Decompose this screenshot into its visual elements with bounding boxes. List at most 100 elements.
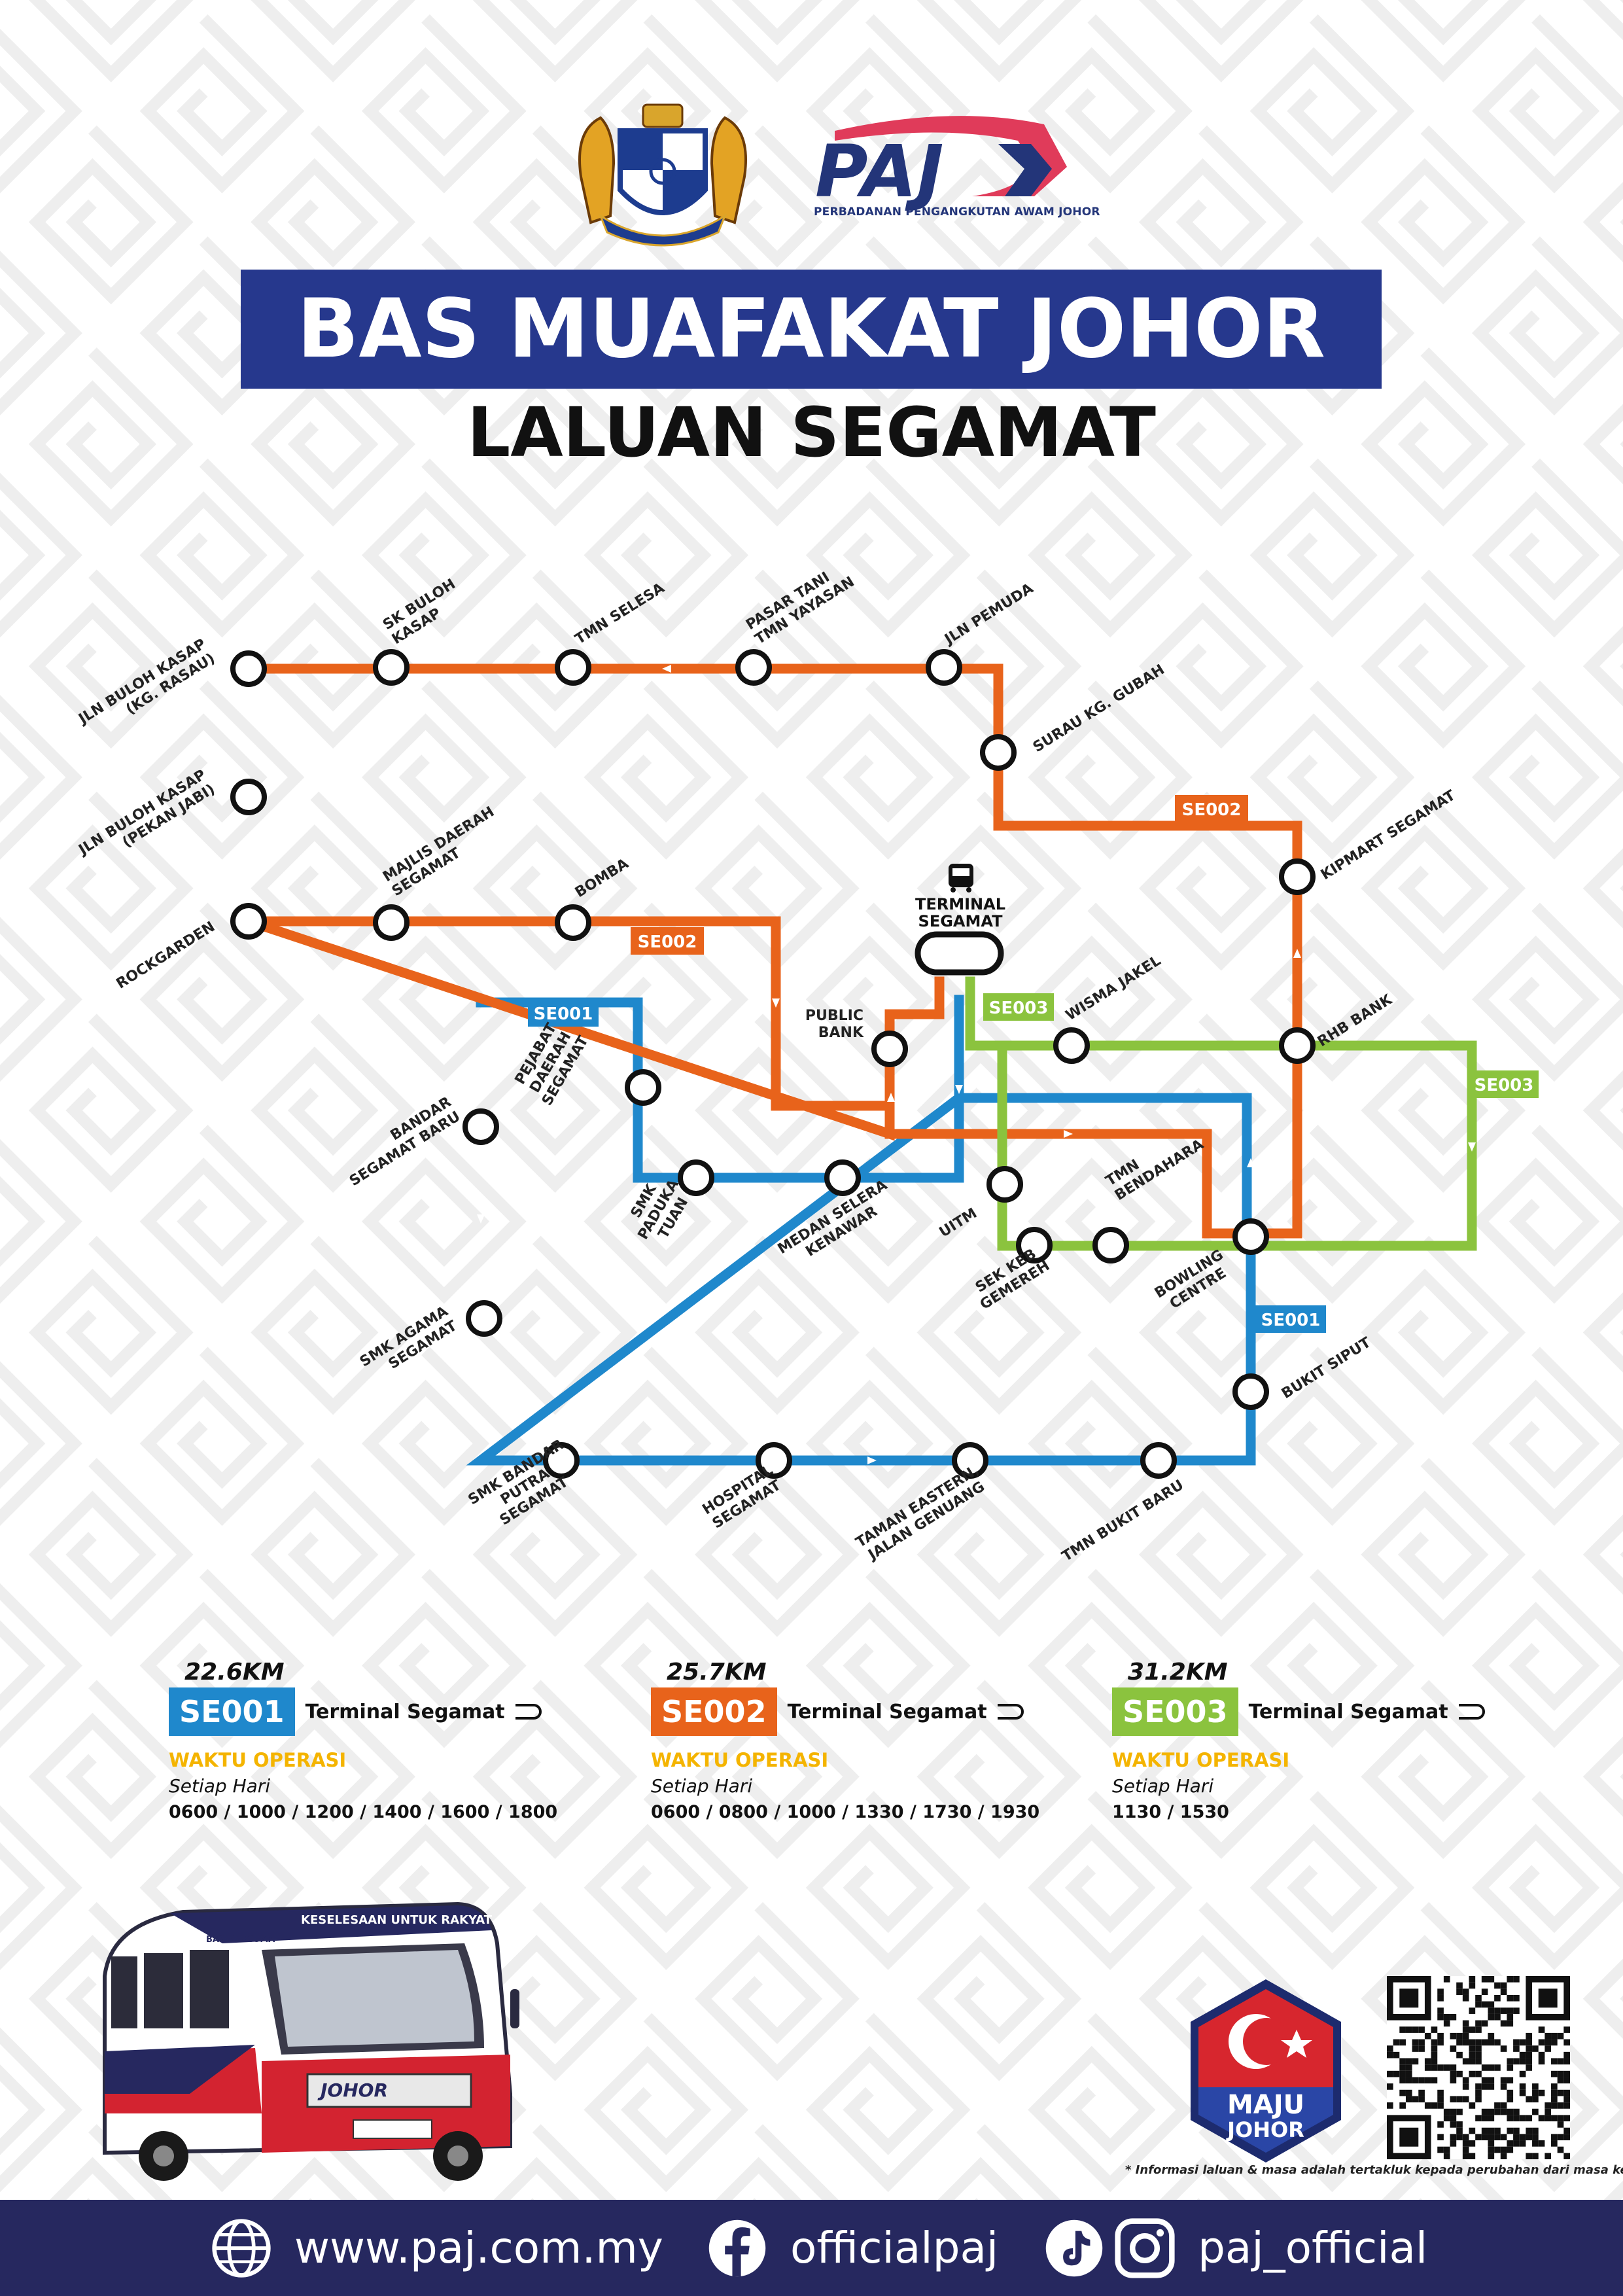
loop-icon <box>515 1704 542 1720</box>
stop-tmn-bendahara <box>1092 1227 1129 1263</box>
legend-terminal: Terminal Segamat <box>787 1700 987 1723</box>
footer-bar: www.paj.com.my officialpaj paj_official <box>0 2200 1623 2296</box>
terminal-segamat: TERMINAL SEGAMAT <box>915 864 1005 976</box>
facebook-link[interactable]: officialpaj <box>790 2223 999 2273</box>
stops-layer <box>230 649 1316 1479</box>
bus-side-text: BAS PERCUMA <box>206 1935 275 1945</box>
stop-label-bowling-centre: BOWLINGCENTRE <box>1152 1246 1235 1316</box>
legend-times: 0600 / 1000 / 1200 / 1400 / 1600 / 1800 <box>169 1802 558 1822</box>
instagram-icon <box>1115 2217 1175 2278</box>
stop-smk-bandar-putra <box>543 1442 580 1479</box>
stop-bandar-segamat-baru <box>462 1108 499 1145</box>
bus-banner-text: KESELESAAN UNTUK RAKYAT <box>301 1913 493 1927</box>
maju-line-2: JOHOR <box>1226 2117 1304 2142</box>
stop-jln-buloh-kasap-rasau <box>230 650 267 687</box>
stop-smk-paduka-tuan <box>678 1159 714 1196</box>
bus-illustration: KESELESAAN UNTUK RAKYAT BAS PERCUMA JOHO… <box>103 1901 519 2181</box>
legend-waktu-label: WAKTU OPERASI <box>169 1749 347 1771</box>
legend-terminal: Terminal Segamat <box>1248 1700 1448 1723</box>
bus-brand-text: JOHOR <box>317 2079 388 2101</box>
tag-se001-top: SE001 <box>534 1004 593 1024</box>
legend-distance: 25.7KM <box>667 1659 767 1686</box>
legend-code: SE002 <box>651 1687 777 1736</box>
stop-label-surau-kg-gubah: SURAU KG. GUBAH <box>1030 662 1168 756</box>
legend-se001: 22.6KM SE001 Terminal Segamat WAKTU OPER… <box>169 1659 627 1822</box>
route-map: TERMINAL SEGAMAT SE002 SE002 SE001 SE001… <box>75 559 1539 1565</box>
legend-days: Setiap Hari <box>1112 1775 1214 1797</box>
terminal-label-2: SEGAMAT <box>918 912 1003 930</box>
legend-se002: 25.7KM SE002 Terminal Segamat WAKTU OPER… <box>651 1659 1109 1822</box>
legend-times: 0600 / 0800 / 1000 / 1330 / 1730 / 1930 <box>651 1802 1040 1822</box>
terminal-label-1: TERMINAL <box>915 895 1005 913</box>
route-line-se001 <box>466 995 1256 1466</box>
stop-majlis-daerah <box>373 904 410 941</box>
route-tags: SE002 SE002 SE001 SE001 SE003 SE003 <box>528 795 1539 1333</box>
stop-label-majlis-daerah: MAJLIS DAERAHSEGAMAT <box>380 804 506 900</box>
tag-se002-right: SE002 <box>1182 800 1242 820</box>
stop-kipmart <box>1279 858 1316 895</box>
stop-medan-selera <box>824 1159 861 1196</box>
paj-logo: PAJ <box>815 116 1067 213</box>
stop-label-jln-buloh-kasap-jabi: JLN BULOH KASAP(PEKAN JABI) <box>75 767 218 874</box>
route-line-se002 <box>243 663 1302 1239</box>
legend-distance: 31.2KM <box>1128 1659 1228 1686</box>
stop-wisma-jakel <box>1053 1027 1090 1064</box>
stop-bomba <box>555 904 591 941</box>
stop-sek-keb-gemereh <box>1016 1227 1053 1263</box>
footer-website[interactable]: www.paj.com.my <box>211 2200 663 2296</box>
johor-crest-logo <box>578 103 747 247</box>
paj-org-name: PERBADANAN PENGANGKUTAN AWAM JOHOR <box>814 205 1100 219</box>
tag-se001-bottom: SE001 <box>1261 1311 1321 1330</box>
stop-label-hospital: HOSPITALSEGAMAT <box>700 1462 785 1533</box>
stop-label-bukit-siput: BUKIT SIPUT <box>1279 1334 1374 1402</box>
stop-tmn-selesa <box>555 649 591 686</box>
paj-logo-text: PAJ <box>815 130 944 213</box>
footer-facebook[interactable]: officialpaj <box>707 2200 998 2296</box>
tiktok-icon <box>1045 2219 1103 2276</box>
website-link[interactable]: www.paj.com.my <box>294 2223 663 2273</box>
stop-label-wisma-jakel: WISMA JAKEL <box>1063 953 1164 1024</box>
stop-tmn-bukit-baru <box>1140 1442 1177 1479</box>
stop-smk-agama <box>466 1300 502 1337</box>
loop-icon <box>997 1704 1024 1720</box>
stop-label-bomba: BOMBA <box>572 856 632 902</box>
stop-label-pasar-tani: PASAR TANITMN YAYASAN <box>743 559 857 648</box>
loop-icon <box>1458 1704 1485 1720</box>
stop-label-kipmart: KIPMART SEGAMAT <box>1318 787 1458 883</box>
title-band: BAS MUAFAKAT JOHOR <box>241 270 1382 389</box>
bus-icon <box>949 864 973 892</box>
tag-se003-right: SE003 <box>1475 1076 1534 1095</box>
stop-pasar-tani <box>735 649 772 686</box>
legend-waktu-label: WAKTU OPERASI <box>651 1749 829 1771</box>
disclaimer-text: * Informasi laluan & masa adalah tertakl… <box>1125 2163 1623 2177</box>
stop-label-jln-buloh-kasap-rasau: JLN BULOH KASAP(KG. RASAU) <box>75 636 218 743</box>
stop-label-smk-agama: SMK AGAMASEGAMAT <box>357 1303 460 1385</box>
stop-jln-pemuda <box>926 649 962 686</box>
stop-label-tmn-selesa: TMN SELESA <box>572 580 667 648</box>
stop-label-rockgarden: ROCKGARDEN <box>114 919 218 993</box>
legend-waktu-label: WAKTU OPERASI <box>1112 1749 1290 1771</box>
stop-hospital <box>756 1442 792 1479</box>
stop-pejabat-daerah <box>625 1069 661 1106</box>
tag-se002-left: SE002 <box>638 932 697 952</box>
legend-se003: 31.2KM SE003 Terminal Segamat WAKTU OPER… <box>1112 1659 1570 1822</box>
tag-se003-left: SE003 <box>989 998 1049 1018</box>
legend-days: Setiap Hari <box>169 1775 271 1797</box>
maju-line-1: MAJU <box>1227 2090 1304 2120</box>
page-subtitle: LALUAN SEGAMAT <box>467 393 1156 472</box>
maju-johor-logo: MAJU JOHOR <box>1191 1979 1341 2163</box>
stop-bukit-siput <box>1232 1373 1269 1410</box>
qr-code[interactable] <box>1387 1976 1570 2159</box>
stop-label-uitm: UITM <box>937 1205 981 1241</box>
stop-jln-buloh-kasap-jabi <box>230 779 267 815</box>
route-line-se003 <box>965 976 1477 1251</box>
stop-label-jln-pemuda: JLN PEMUDA <box>941 580 1036 648</box>
stop-label-tmn-bukit-baru: TMN BUKIT BARU <box>1059 1477 1187 1565</box>
globe-icon <box>212 2218 271 2278</box>
facebook-icon <box>708 2219 766 2276</box>
footer-social[interactable]: paj_official <box>1043 2200 1427 2296</box>
page-title: BAS MUAFAKAT JOHOR <box>296 282 1326 376</box>
social-link[interactable]: paj_official <box>1198 2223 1428 2273</box>
stop-bowling-centre <box>1232 1218 1269 1255</box>
